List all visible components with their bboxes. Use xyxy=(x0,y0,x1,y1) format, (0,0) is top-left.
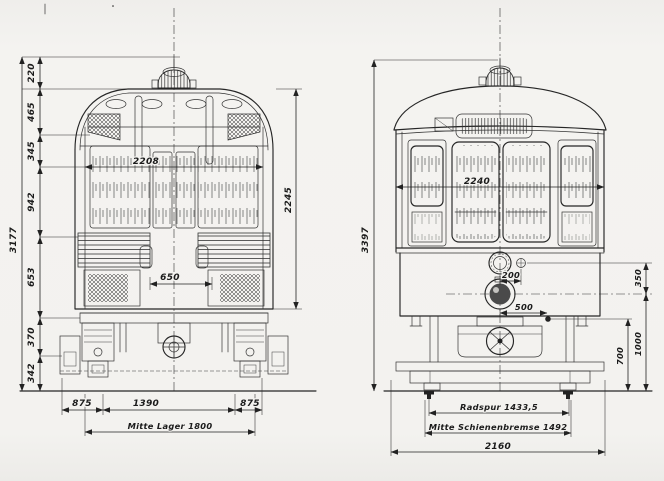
dim-label-465: 465 xyxy=(27,102,37,123)
right-windows xyxy=(407,139,597,247)
dim-label-875-right: 875 xyxy=(240,399,260,409)
dim-label-schienenbremse: Mitte Schienenbremse 1492 xyxy=(429,422,568,432)
dim-label-2208: 2208 xyxy=(133,157,159,167)
right-rail-sections xyxy=(424,391,573,399)
dim-label-mitte-lager: Mitte Lager 1800 xyxy=(128,421,213,431)
dim-label-radspur: Radspur 1433,5 xyxy=(460,402,538,412)
dim-label-370: 370 xyxy=(27,327,37,347)
scan-marks xyxy=(44,3,114,15)
right-trolley-base xyxy=(478,57,522,87)
left-dimensions: 220 465 345 942 653 370 342 3177 2245 22… xyxy=(8,56,302,436)
right-dimensions: 3397 2240 200 500 350 1000 700 Radspur 1… xyxy=(360,59,652,456)
dim-label-342: 342 xyxy=(27,363,37,383)
dim-label-2240: 2240 xyxy=(464,177,490,187)
dim-label-200: 200 xyxy=(502,270,520,280)
dim-label-3397: 3397 xyxy=(361,226,371,253)
right-undercarriage xyxy=(395,315,605,391)
dim-label-345: 345 xyxy=(27,141,37,161)
dim-label-650: 650 xyxy=(160,273,180,283)
dim-label-500: 500 xyxy=(515,302,533,312)
dim-label-3177: 3177 xyxy=(9,226,19,253)
dim-label-653: 653 xyxy=(27,267,37,287)
left-trolley-base xyxy=(151,55,197,89)
dim-label-350: 350 xyxy=(633,269,643,287)
right-view-front: 3397 2240 200 500 350 1000 700 Radspur 1… xyxy=(360,8,653,456)
dim-label-700: 700 xyxy=(615,347,625,365)
left-view-cross-section: 220 465 345 942 653 370 342 3177 2245 22… xyxy=(8,8,317,436)
right-front-equipment xyxy=(409,251,589,358)
dim-label-2160: 2160 xyxy=(485,442,511,452)
dim-label-1000: 1000 xyxy=(633,332,643,356)
dim-label-220: 220 xyxy=(27,63,37,83)
dim-label-875-left: 875 xyxy=(72,399,92,409)
dim-label-1390: 1390 xyxy=(133,399,159,409)
dim-label-2245: 2245 xyxy=(284,187,294,213)
right-destination-sign xyxy=(434,113,533,139)
dim-label-942: 942 xyxy=(27,192,37,212)
